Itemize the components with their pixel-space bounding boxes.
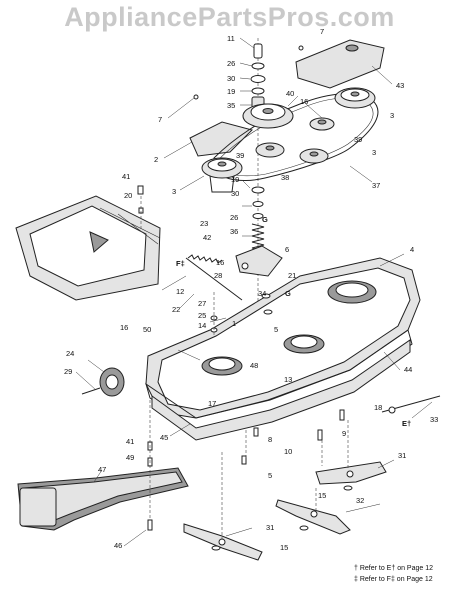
callout-49: 49 [126,453,134,462]
callout-3: 3 [372,148,376,157]
callout-21: 21 [288,271,296,280]
callout-27: 27 [198,299,206,308]
callout-9: 9 [342,429,346,438]
callout-17: 17 [208,399,216,408]
callout-11: 11 [227,34,235,43]
callout-16: 16 [216,258,224,267]
callout-29: 29 [64,367,72,376]
callout-23: 23 [200,219,208,228]
callout-15: 15 [318,491,326,500]
callout-4: 4 [410,245,414,254]
callout-43: 43 [396,81,404,90]
callout-25: 25 [198,311,206,320]
footnote-e: † Refer to E† on Page 12 [354,565,433,572]
callout-19: 19 [227,87,235,96]
callout-42: 42 [203,233,211,242]
idler-bracket [189,94,253,157]
callout-38: 38 [281,173,289,182]
callout-15: 15 [280,543,288,552]
callout-7: 7 [320,27,324,36]
belt-cover [295,39,385,89]
watermark: AppliancePartsPros.com [64,2,395,32]
callout-16: 16 [120,323,128,332]
callout-39: 39 [354,135,362,144]
callout-46: 46 [114,541,122,550]
callout-2: 2 [154,155,158,164]
callout-22: 22 [172,305,180,314]
idler-spring-stack [235,186,283,277]
pulley-idler [309,117,335,131]
callout-6: 6 [285,245,289,254]
callout-31: 31 [266,523,274,532]
mower-deck-housing [145,257,421,441]
callout-7: 7 [158,115,162,124]
blade-left [183,523,263,561]
callout-34: 34 [258,289,266,298]
gauge-wheel [81,367,125,397]
discharge-chute [15,195,161,301]
top-spindle-stack [250,43,266,114]
callout-37: 37 [372,181,380,190]
callout-3: 3 [172,187,176,196]
callout-13: 13 [284,375,292,384]
callout-24: 24 [66,349,74,358]
pulley-center-small [255,142,285,158]
callout-5: 5 [274,325,278,334]
ref-mark-g-lower: G [285,289,291,298]
pulley-left [201,157,243,193]
callout-19: 19 [231,175,239,184]
callout-35: 35 [227,101,235,110]
callout-44: 44 [404,365,412,374]
callout-32: 32 [356,496,364,505]
callout-1: 1 [232,319,236,328]
callout-45: 45 [160,433,168,442]
callout-20: 20 [124,191,132,200]
pulley-right-lower [299,148,329,164]
callout-8: 8 [268,435,272,444]
callout-47: 47 [98,465,106,474]
blade-right [315,461,387,485]
leader-lines [75,37,433,547]
callout-30: 30 [227,74,235,83]
footnote-f: ‡ Refer to F‡ on Page 12 [354,576,433,583]
callout-36: 36 [230,227,238,236]
callout-40: 40 [286,89,294,98]
pulley-right [334,87,376,109]
callout-50: 50 [143,325,151,334]
callout-14: 14 [198,321,206,330]
blade-center [275,499,351,535]
callout-41: 41 [126,437,134,446]
pulley-center-large [242,103,294,129]
callout-labels: 11 7 26 30 19 43 35 40 16 3 7 39 2 39 3 … [64,27,438,552]
ref-mark-f: F‡ [176,259,185,268]
callout-16: 16 [300,97,308,106]
ref-mark-g-upper: G [262,215,268,224]
callout-12: 12 [176,287,184,296]
callout-5: 5 [268,471,272,480]
callout-3: 3 [390,111,394,120]
deck-baffle [17,467,189,531]
callout-39: 39 [236,151,244,160]
callout-41: 41 [122,172,130,181]
callout-31: 31 [398,451,406,460]
callout-30: 30 [231,189,239,198]
callout-33: 33 [430,415,438,424]
reference-marks: F‡ G G E† [176,215,411,428]
callout-48: 48 [250,361,258,370]
footnotes: † Refer to E† on Page 12 ‡ Refer to F‡ o… [354,565,433,583]
rear-hanger-bracket [381,395,441,414]
callout-18: 18 [374,403,382,412]
callout-26: 26 [227,59,235,68]
ref-mark-e: E† [402,419,411,428]
callout-28: 28 [214,271,222,280]
callout-10: 10 [284,447,292,456]
rod-spring [187,254,223,264]
callout-26: 26 [230,213,238,222]
tension-rod [185,257,243,301]
